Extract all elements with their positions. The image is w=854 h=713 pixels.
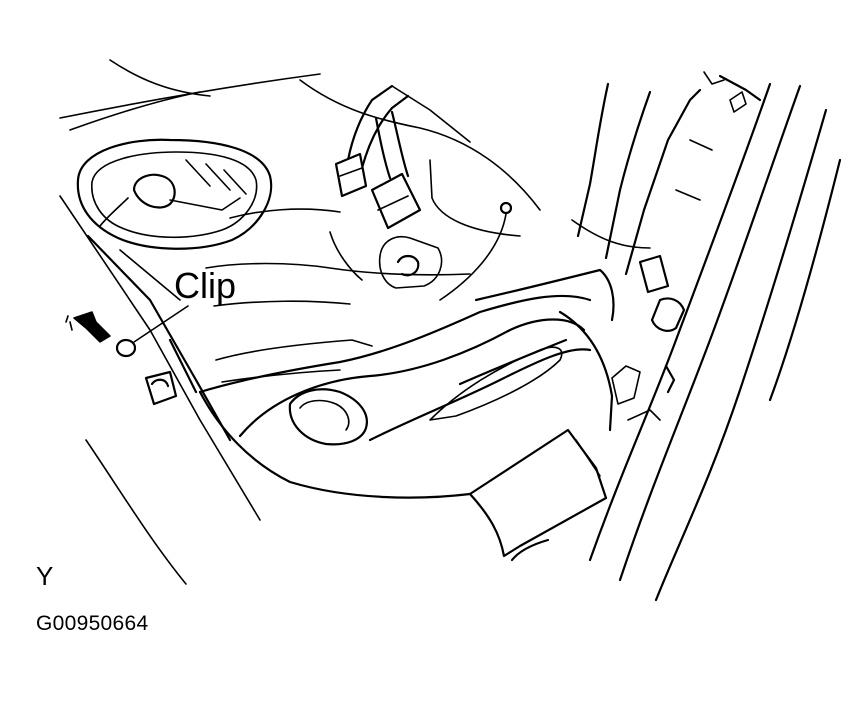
body-panel-lines: [59, 59, 321, 585]
left-body-edge: [86, 234, 232, 442]
fastener: [144, 370, 178, 406]
hose-connectors: [334, 84, 471, 230]
right-body-rails: [571, 71, 842, 602]
figure-code: G00950664: [36, 612, 149, 635]
clip-leader-line: [133, 305, 189, 343]
floor-contours: [205, 79, 541, 383]
clip-callout-label: Clip: [174, 265, 236, 306]
floor-panel: [198, 268, 615, 562]
tank-opening: [76, 138, 273, 250]
view-label: Y: [36, 561, 54, 591]
clip-position-oval: [115, 338, 137, 358]
pointer-arrow-icon: [65, 311, 111, 343]
